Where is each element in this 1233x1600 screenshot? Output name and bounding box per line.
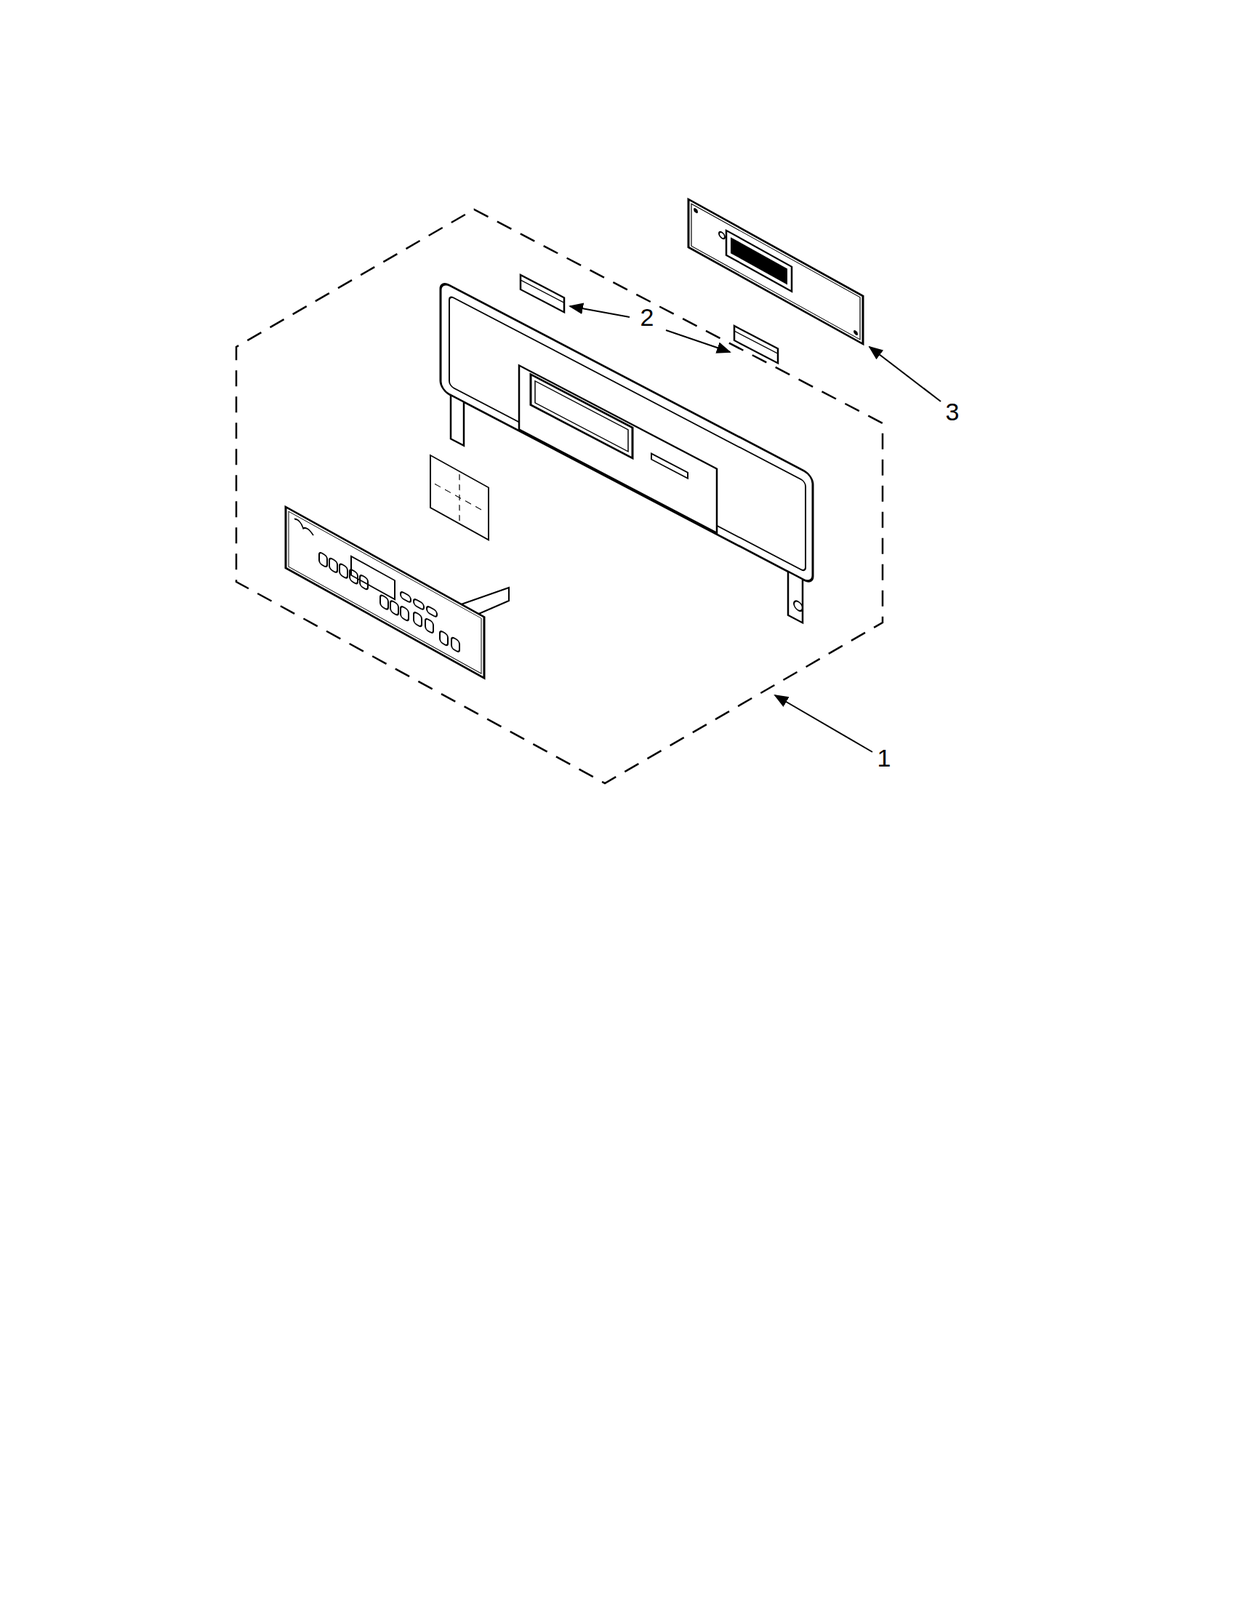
- callout-number: 1: [875, 744, 894, 771]
- trim-block: [734, 325, 778, 363]
- control-board: [688, 199, 863, 344]
- callout-number: 2: [638, 303, 657, 331]
- leader-line: [869, 346, 941, 402]
- pad: [430, 455, 489, 540]
- callout-number: 3: [943, 398, 962, 425]
- console-panel: [440, 280, 813, 629]
- leader-line: [665, 330, 730, 352]
- leader-line: [774, 695, 873, 752]
- trim-block: [520, 274, 565, 312]
- keypad-overlay: [285, 506, 485, 678]
- leader-line: [569, 306, 630, 317]
